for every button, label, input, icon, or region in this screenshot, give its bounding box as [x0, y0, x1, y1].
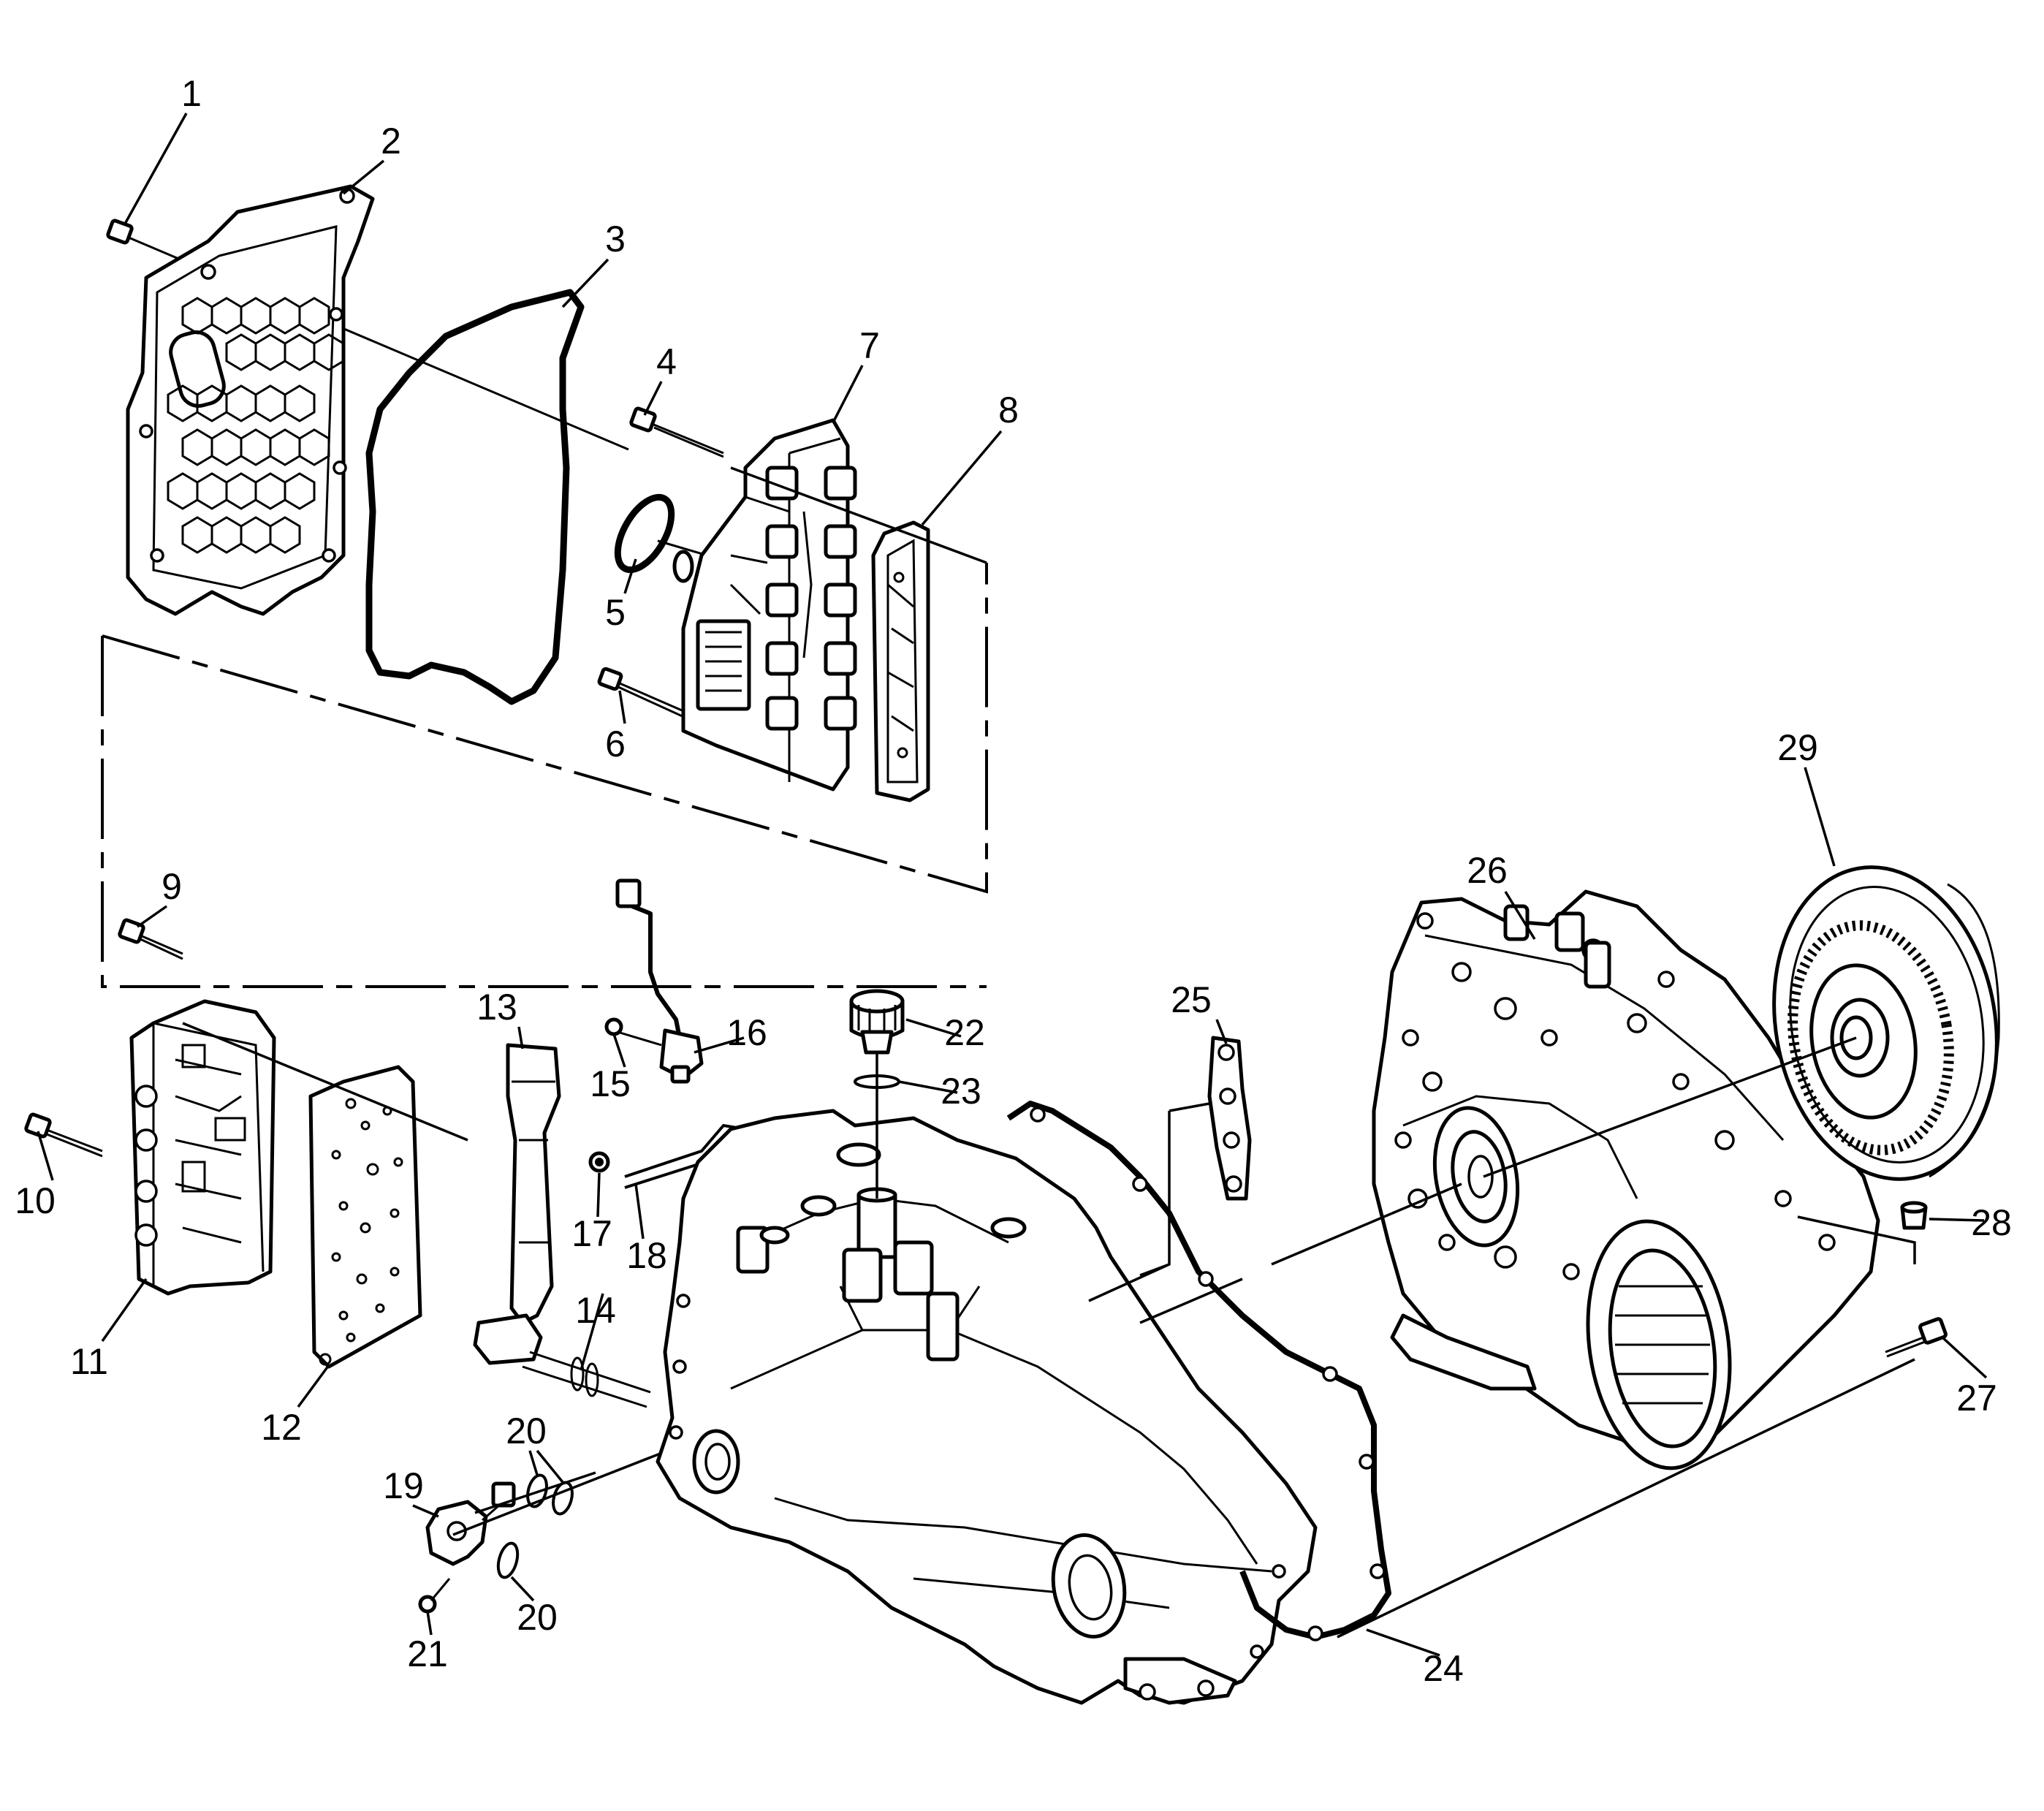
transmission-case — [656, 1109, 1318, 1705]
callout-labels: 1234567891011121314151617181920202122232… — [15, 73, 2012, 1689]
callout-c3: 3 — [605, 219, 626, 259]
callout-c18: 18 — [626, 1235, 667, 1276]
part-15-bolt — [604, 1017, 662, 1047]
part-6-bolt — [597, 667, 688, 719]
part-13-harness — [473, 1043, 561, 1365]
callout-c8: 8 — [998, 390, 1019, 430]
part-24-case-gasket — [1006, 1101, 1391, 1641]
part-8-plate — [871, 520, 930, 802]
callout-c5: 5 — [605, 592, 626, 633]
callout-c22: 22 — [944, 1012, 985, 1053]
callout-c20a: 20 — [506, 1411, 547, 1451]
callout-c4: 4 — [656, 341, 677, 382]
part-12-spacer-plate — [308, 1065, 422, 1369]
part-22-filter-cap — [849, 989, 905, 1055]
callout-c1: 1 — [181, 73, 202, 114]
part-4-bolt — [629, 406, 724, 458]
callout-c24: 24 — [1423, 1648, 1464, 1689]
assembly-axis-lines — [875, 1036, 1915, 1639]
callout-c26: 26 — [1467, 850, 1508, 891]
callout-c11: 11 — [70, 1341, 108, 1382]
part-11-valve-body — [129, 999, 276, 1296]
part-2-side-cover — [126, 184, 375, 616]
part-16-sensor — [615, 878, 704, 1084]
part-28-plug — [1900, 1201, 1928, 1230]
part-26-converter-housing — [1372, 889, 1880, 1470]
part-7-valve-body — [672, 418, 857, 791]
callout-c2: 2 — [381, 121, 401, 162]
callout-c21: 21 — [407, 1633, 448, 1674]
callout-c27: 27 — [1956, 1378, 1997, 1419]
callout-c15: 15 — [590, 1063, 631, 1104]
callout-c19: 19 — [383, 1465, 424, 1506]
callout-c7: 7 — [859, 325, 880, 366]
callout-c28: 28 — [1971, 1202, 2012, 1243]
callout-c6: 6 — [605, 724, 626, 764]
part-14-tube — [522, 1351, 651, 1408]
callout-c10: 10 — [15, 1180, 56, 1221]
callout-c13: 13 — [476, 987, 517, 1028]
part-17-plug — [588, 1151, 610, 1173]
callout-c20b: 20 — [517, 1597, 558, 1638]
part-27-bolt — [1885, 1317, 1948, 1358]
part-10-bolt — [24, 1112, 103, 1158]
callout-c29: 29 — [1777, 727, 1818, 768]
leader-lines — [37, 113, 1988, 1657]
part-21-bolt — [418, 1578, 451, 1614]
part-9-bolt — [118, 918, 183, 960]
part-29-torque-converter — [1772, 865, 2000, 1181]
callout-c12: 12 — [261, 1407, 302, 1448]
callout-c16: 16 — [726, 1012, 767, 1053]
callout-c23: 23 — [941, 1071, 981, 1112]
callout-c17: 17 — [571, 1213, 612, 1254]
callout-c9: 9 — [162, 866, 182, 907]
callout-c14: 14 — [575, 1290, 616, 1331]
part-25-bracket — [1207, 1036, 1252, 1201]
callout-c25: 25 — [1171, 979, 1212, 1020]
assembly-boundary-lines — [101, 563, 988, 988]
part-3-gasket — [365, 289, 585, 705]
